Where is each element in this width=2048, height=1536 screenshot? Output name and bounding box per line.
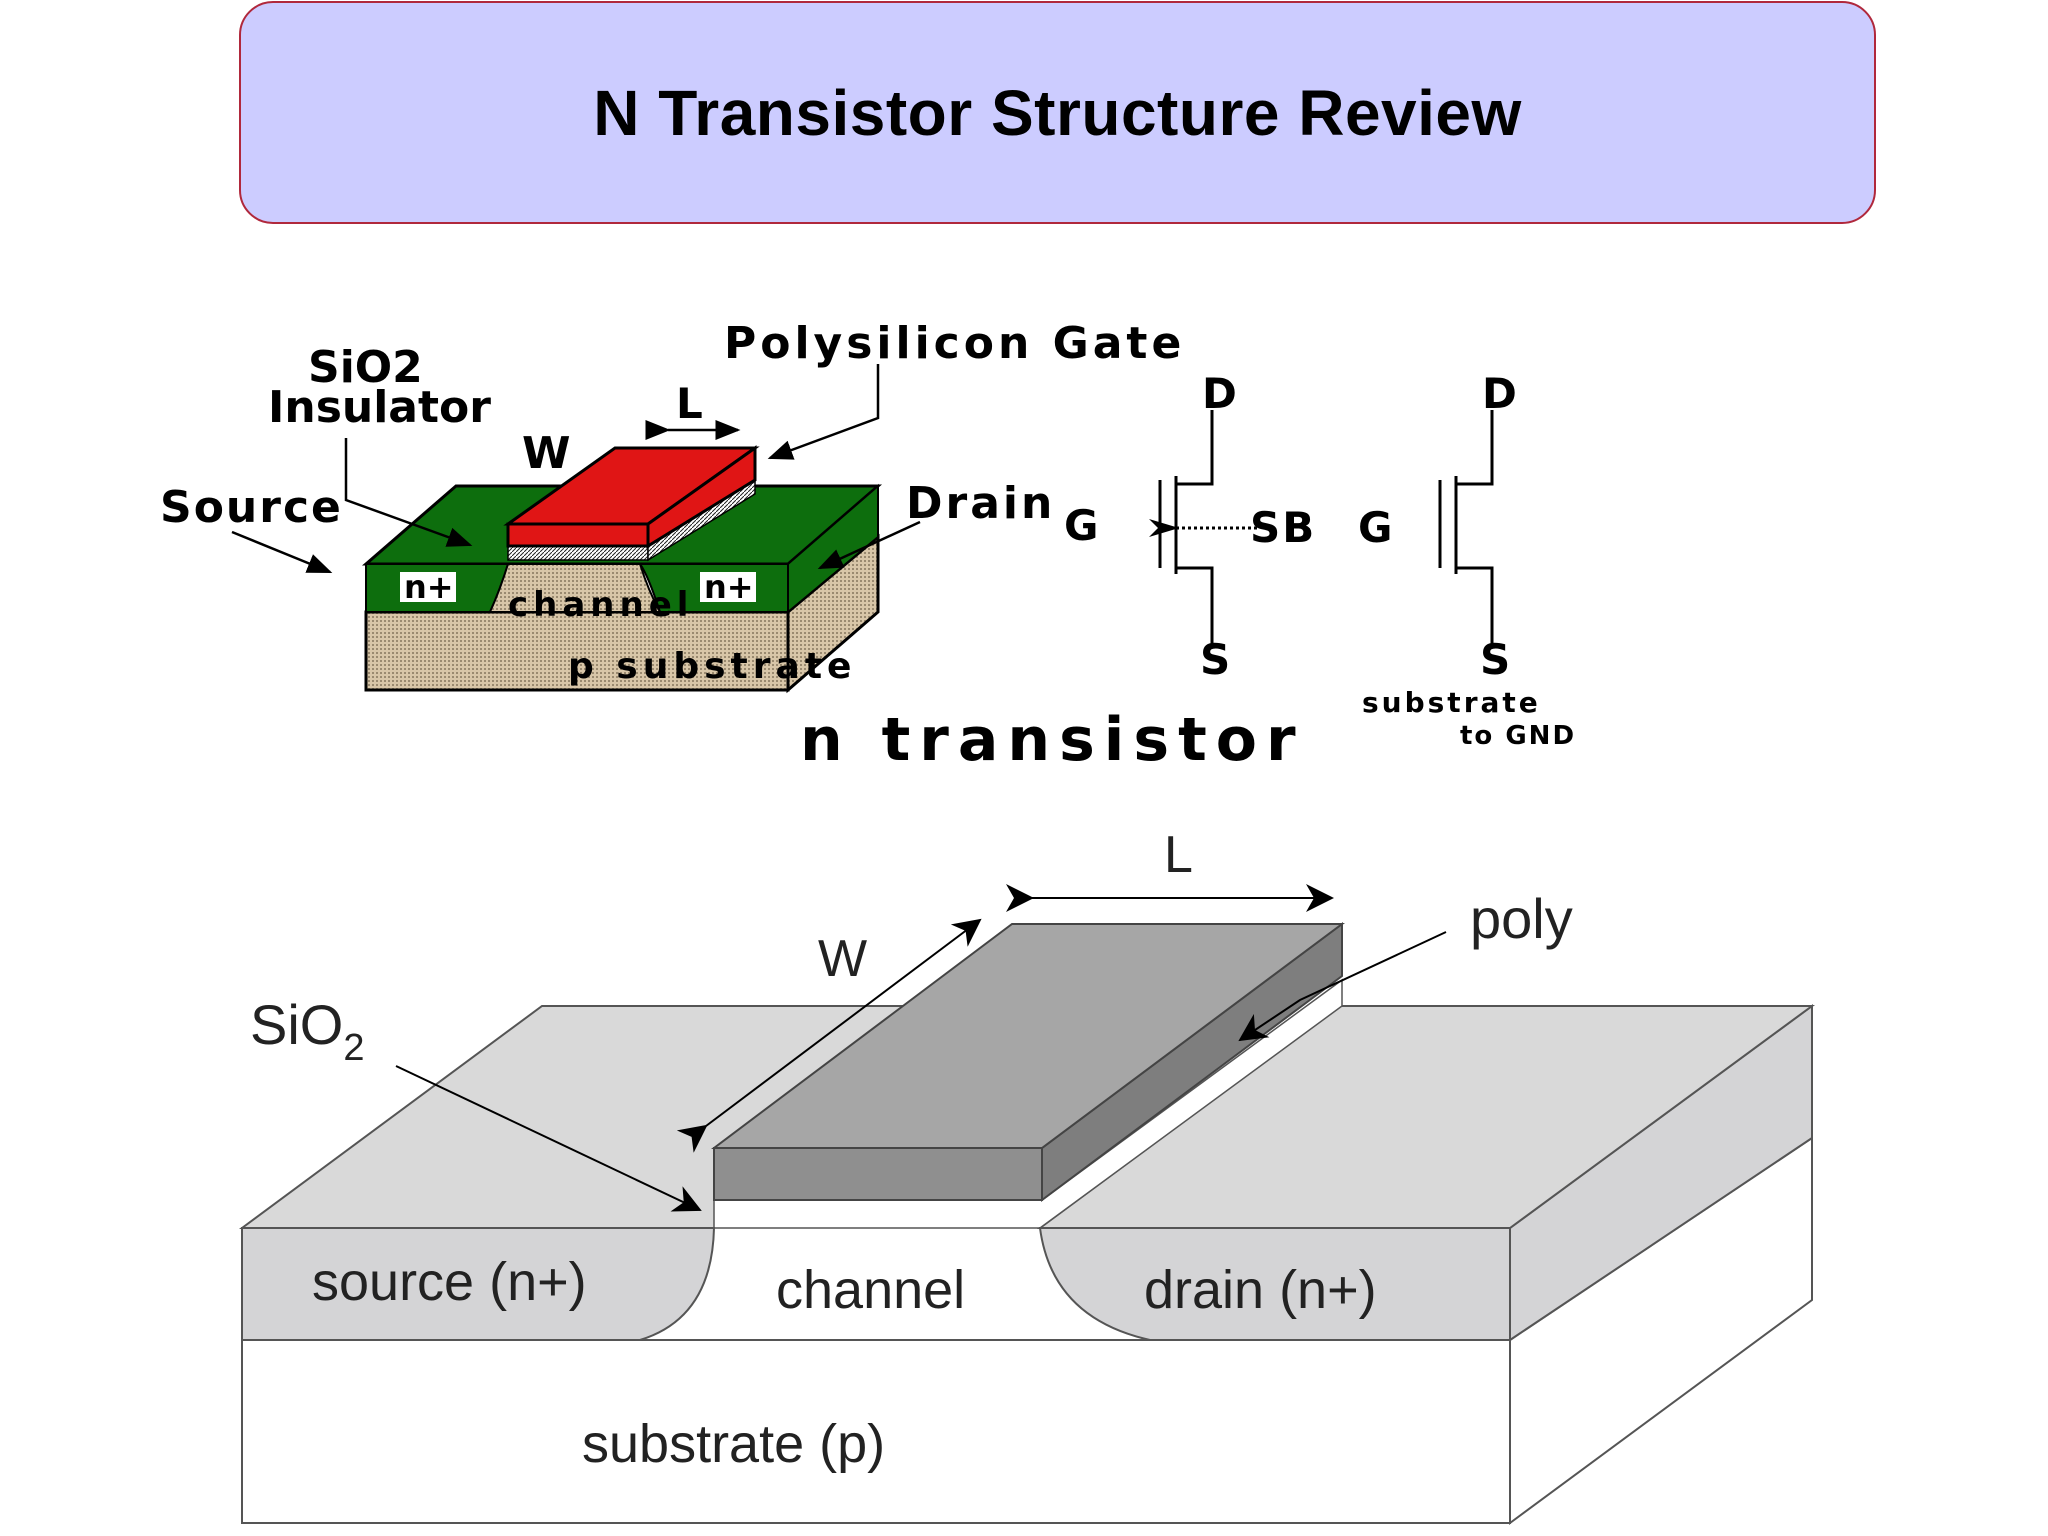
top-sio2-label: SiO2 bbox=[308, 342, 423, 393]
symbol-gnd-label: to GND bbox=[1460, 721, 1576, 751]
symbol-sb-label: SB bbox=[1250, 503, 1316, 552]
symbol-d2-label: D bbox=[1482, 369, 1517, 418]
symbol-g2-label: G bbox=[1358, 503, 1392, 552]
top-insulator-label: Insulator bbox=[268, 382, 491, 433]
bottom-source-label: source (n+) bbox=[312, 1252, 587, 1312]
top-polysilicon-gate-label: Polysilicon Gate bbox=[724, 318, 1185, 369]
bottom-gate-front bbox=[713, 1147, 1043, 1201]
top-source-label: Source bbox=[160, 482, 343, 533]
bottom-substrate-front bbox=[241, 1339, 1511, 1524]
symbol-g1-label: G bbox=[1064, 501, 1098, 550]
bottom-source-region bbox=[241, 1227, 716, 1341]
bottom-substrate-label: substrate (p) bbox=[582, 1414, 885, 1474]
top-n-transistor-label: n transistor bbox=[800, 705, 1305, 775]
top-leader-lines bbox=[231, 364, 921, 574]
symbol-d1-label: D bbox=[1202, 369, 1237, 418]
slide-title: N Transistor Structure Review bbox=[593, 76, 1522, 149]
title-box: N Transistor Structure Review bbox=[239, 1, 1876, 224]
bottom-drain-label: drain (n+) bbox=[1144, 1260, 1377, 1320]
bottom-leader-lines bbox=[395, 884, 1447, 1212]
top-w-label: W bbox=[522, 428, 571, 479]
bottom-drain-region bbox=[1038, 1227, 1511, 1341]
top-channel-region bbox=[488, 563, 662, 613]
bottom-l-label: L bbox=[1164, 826, 1193, 884]
top-n-plus-right-bg bbox=[700, 572, 756, 602]
top-gate-side bbox=[646, 445, 757, 549]
top-oxide-front bbox=[507, 545, 649, 561]
top-drain-label: Drain bbox=[906, 478, 1055, 529]
top-l-label: L bbox=[676, 379, 703, 428]
top-gate-front bbox=[506, 522, 650, 548]
symbol-substrate-label: substrate bbox=[1362, 686, 1541, 719]
top-n-plus-right-label: n+ bbox=[704, 568, 754, 606]
bottom-poly-label: poly bbox=[1470, 887, 1573, 950]
top-p-substrate-label: p substrate bbox=[568, 646, 856, 687]
bottom-sio2-subscript: 2 bbox=[343, 1027, 364, 1069]
bottom-sio2-label: SiO2 bbox=[250, 993, 365, 1069]
top-transistor-3d bbox=[361, 445, 883, 694]
top-n-plus-left-label: n+ bbox=[404, 568, 454, 606]
symbol-s1-label: S bbox=[1200, 635, 1230, 684]
nmos-symbol-4-terminal bbox=[1149, 410, 1260, 644]
bottom-transistor-3d bbox=[238, 922, 1816, 1525]
bottom-w-label: W bbox=[818, 930, 867, 988]
nmos-symbol-3-terminal bbox=[1438, 410, 1494, 644]
symbol-s2-label: S bbox=[1480, 635, 1510, 684]
top-n-plus-left-bg bbox=[400, 572, 456, 602]
bottom-channel-label: channel bbox=[776, 1260, 965, 1320]
bottom-sio2-base: SiO bbox=[250, 993, 343, 1056]
top-channel-label: channel bbox=[508, 585, 693, 625]
